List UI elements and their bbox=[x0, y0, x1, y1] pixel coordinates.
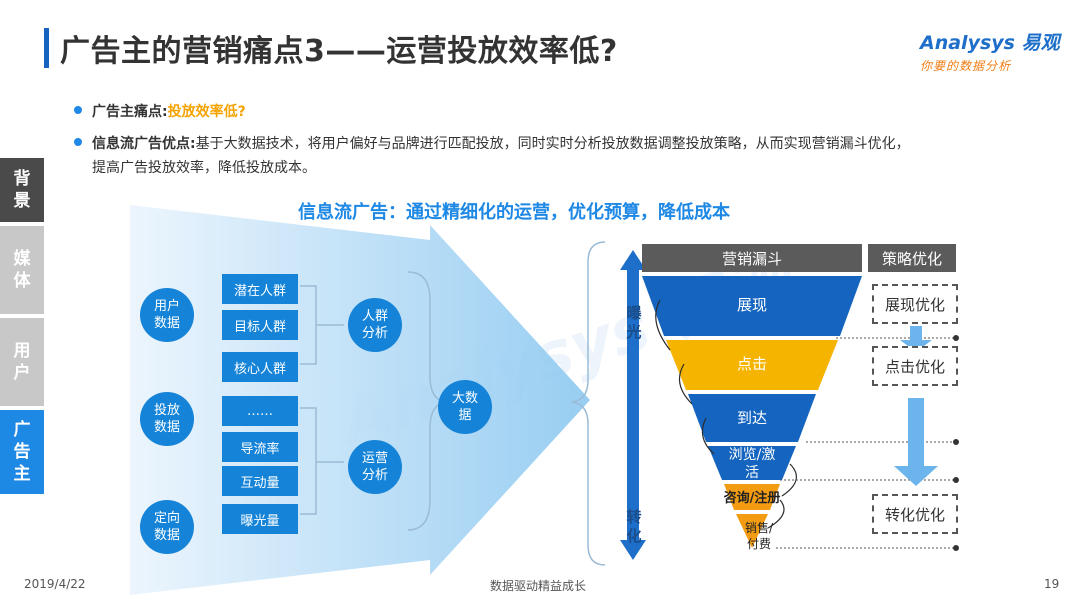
logo-slogan: 你要的数据分析 bbox=[920, 59, 1012, 73]
box-traffic-rate: 导流率 bbox=[222, 432, 298, 462]
funnel-stage-browse-shape bbox=[708, 446, 796, 480]
bullet-label: 广告主痛点: bbox=[92, 104, 168, 120]
bullet-dot-icon bbox=[74, 138, 82, 146]
axis-label-exposure: 曝光 bbox=[626, 304, 642, 341]
brand-logo: Analysys 易观 你要的数据分析 bbox=[920, 28, 1060, 73]
source-ad-data: 投放数据 bbox=[140, 392, 194, 446]
big-data-node: 大数据 bbox=[438, 380, 492, 434]
sidebar-item-media[interactable]: 媒体 bbox=[0, 226, 44, 314]
brace-funnel bbox=[571, 241, 606, 566]
box-potential-users: 潜在人群 bbox=[222, 274, 298, 304]
source-label: 用户数据 bbox=[153, 299, 180, 331]
bullet-pain-point: 广告主痛点:投放效率低? bbox=[74, 100, 246, 124]
bullet-highlight: 投放效率低? bbox=[167, 104, 246, 120]
strategy-header: 策略优化 bbox=[868, 244, 956, 272]
analysis-label: 人群分析 bbox=[361, 309, 388, 341]
strategy-display-optimization: 展现优化 bbox=[872, 284, 958, 324]
funnel-header: 营销漏斗 bbox=[642, 244, 862, 272]
sidebar-item-users[interactable]: 用户 bbox=[0, 318, 44, 406]
big-flow-arrow bbox=[130, 205, 590, 595]
analysis-label: 运营分析 bbox=[361, 451, 388, 483]
bullet-advantage-line2: 提高广告投放效率，降低投放成本。 bbox=[92, 160, 316, 176]
footer-date: 2019/4/22 bbox=[24, 577, 86, 591]
box-interaction: 互动量 bbox=[222, 466, 298, 496]
bullet-text: 基于大数据技术，将用户偏好与品牌进行匹配投放，同时实时分析投放数据调整投放策略，… bbox=[195, 136, 910, 152]
title-accent-bar bbox=[44, 28, 49, 68]
funnel-stage-browse: 浏览/激活 bbox=[728, 447, 776, 481]
strategy-click-optimization: 点击优化 bbox=[872, 346, 958, 386]
analysis-operations: 运营分析 bbox=[348, 440, 402, 494]
bracket-ops-items bbox=[300, 407, 344, 515]
diagram-subtitle: 信息流广告：通过精细化的运营，优化预算，降低成本 bbox=[298, 202, 730, 223]
sidebar-item-advertisers[interactable]: 广告主 bbox=[0, 410, 44, 494]
bullet-label: 信息流广告优点: bbox=[92, 136, 196, 152]
strategy-arrow-down-icon bbox=[894, 466, 938, 486]
analysis-audience: 人群分析 bbox=[348, 298, 402, 352]
footer-slogan: 数据驱动精益成长 bbox=[490, 579, 587, 593]
source-user-data: 用户数据 bbox=[140, 288, 194, 342]
funnel-stage-register-shape bbox=[724, 484, 780, 510]
funnel-stage-click-shape bbox=[666, 340, 838, 390]
sidebar-item-background[interactable]: 背景 bbox=[0, 158, 44, 222]
box-target-users: 目标人群 bbox=[222, 310, 298, 340]
box-ellipsis: …… bbox=[222, 396, 298, 426]
page-number: 19 bbox=[1044, 577, 1060, 591]
sidebar-item-label: 媒体 bbox=[13, 249, 31, 291]
box-exposure: 曝光量 bbox=[222, 504, 298, 534]
bullet-advantage: 信息流广告优点:基于大数据技术，将用户偏好与品牌进行匹配投放，同时实时分析投放数… bbox=[74, 132, 1034, 156]
big-data-label: 大数据 bbox=[451, 391, 478, 423]
funnel-stage-register: 咨询/注册 bbox=[723, 491, 781, 506]
sidebar-item-label: 用户 bbox=[13, 341, 31, 383]
box-core-users: 核心人群 bbox=[222, 352, 298, 382]
funnel-stage-purchase: 销售/付费 bbox=[744, 521, 774, 551]
funnel-stage-reach-shape bbox=[688, 394, 816, 442]
funnel-stage-click: 点击 bbox=[736, 355, 767, 373]
bracket-user-groups bbox=[300, 285, 344, 365]
strategy-conversion-optimization: 转化优化 bbox=[872, 494, 958, 534]
funnel-stage-reach: 到达 bbox=[736, 409, 767, 427]
sidebar-item-label: 广告主 bbox=[13, 420, 31, 484]
funnel-stage-purchase-shape bbox=[736, 514, 768, 548]
source-label: 定向数据 bbox=[153, 511, 180, 543]
axis-arrow-up-icon bbox=[620, 250, 646, 270]
axis-label-conversion: 转化 bbox=[626, 508, 642, 545]
funnel-stage-display-shape bbox=[642, 276, 862, 336]
sidebar-item-label: 背景 bbox=[13, 169, 31, 211]
logo-text: Analysys 易观 bbox=[920, 32, 1060, 54]
axis-arrow-down-icon bbox=[620, 540, 646, 560]
funnel-stage-display: 展现 bbox=[736, 296, 767, 314]
source-targeting-data: 定向数据 bbox=[140, 500, 194, 554]
bullet-dot-icon bbox=[74, 106, 82, 114]
source-label: 投放数据 bbox=[153, 403, 180, 435]
page-title: 广告主的营销痛点3——运营投放效率低? bbox=[60, 34, 618, 69]
